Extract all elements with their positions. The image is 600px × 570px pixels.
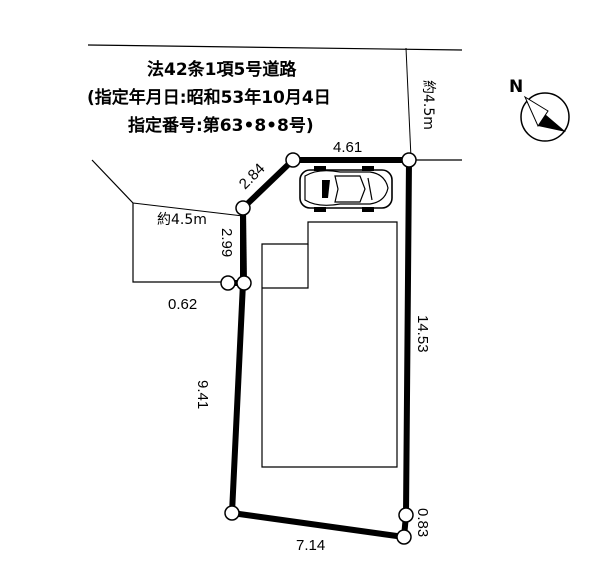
dim-west-lower: 9.41 <box>194 380 211 409</box>
lot-boundary <box>229 157 412 540</box>
boundary-marker-sw <box>224 505 240 521</box>
dim-west-jog: 0.62 <box>168 296 197 313</box>
west-road-outline <box>132 203 231 283</box>
north-road-width-line <box>405 47 412 159</box>
road-edge-northwest <box>91 159 134 204</box>
road-title-line1: 法42条1項5号道路 <box>147 59 297 80</box>
road-edge-top <box>87 44 463 51</box>
dim-north-edge: 4.61 <box>333 139 362 156</box>
west-road-width-label: 約4.5m <box>157 212 207 228</box>
north-label: N <box>509 77 523 97</box>
boundary-marker-ne <box>401 152 417 168</box>
boundary-marker-w2 <box>236 275 252 291</box>
road-title-line2: (指定年月日:昭和53年10月4日 <box>87 87 331 108</box>
building-inner-line <box>262 244 309 289</box>
building-footprint <box>261 221 398 468</box>
road-title-line3: 指定番号:第63•8•8号) <box>128 115 314 136</box>
north-road-width-label: 約4.5m <box>420 80 436 130</box>
boundary-marker-n1 <box>285 152 301 168</box>
dim-south-edge: 7.14 <box>296 537 325 554</box>
west-road-width-line <box>132 202 244 217</box>
north-compass-icon <box>520 92 570 142</box>
boundary-marker-se2 <box>396 529 412 545</box>
boundary-marker-w1 <box>220 275 236 291</box>
boundary-marker-se1 <box>398 507 414 523</box>
dim-west-upper: 2.99 <box>218 228 235 257</box>
car-icon <box>299 166 393 212</box>
boundary-marker-nw <box>235 200 251 216</box>
dim-east-edge: 14.53 <box>414 315 431 353</box>
dim-southeast-chamfer: 0.83 <box>414 508 431 537</box>
lot-west-upper <box>240 207 247 284</box>
